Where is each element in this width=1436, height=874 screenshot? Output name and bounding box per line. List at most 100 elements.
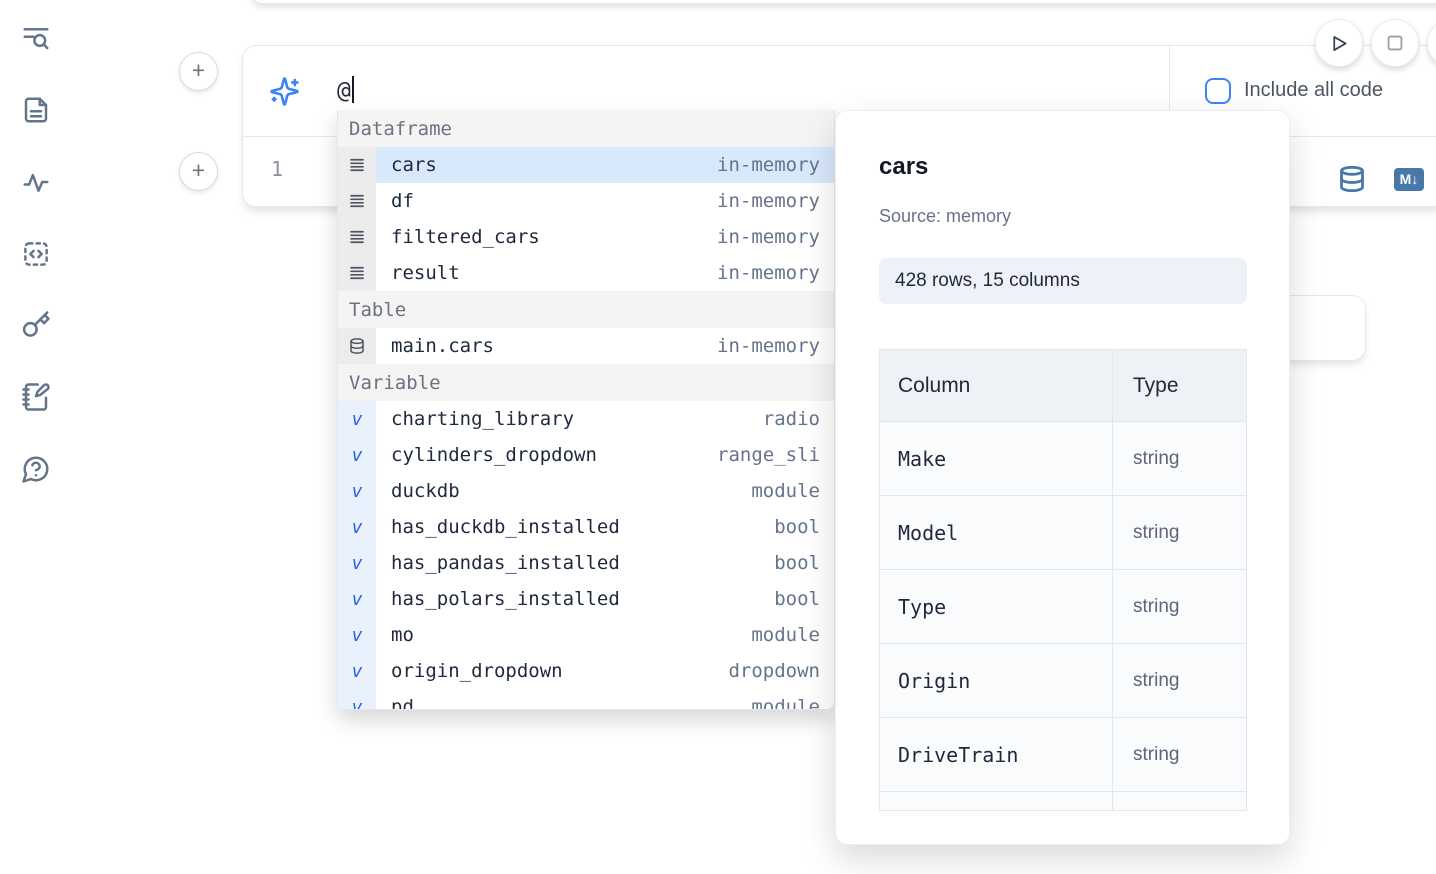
item-name: cars (391, 154, 437, 176)
header-column: Column (898, 373, 971, 397)
variable-v-icon: v (338, 617, 376, 653)
column-name: Origin (898, 668, 971, 693)
toc-search-icon[interactable] (21, 23, 51, 53)
ai-prompt-input[interactable]: @ (337, 76, 354, 104)
item-type: in-memory (717, 262, 820, 284)
ai-prompt-row[interactable]: @ Include all code (243, 46, 1436, 136)
item-name: mo (391, 624, 414, 646)
autocomplete-item-pd[interactable]: v pd module (338, 689, 834, 710)
table-database-icon (338, 328, 376, 364)
line-number: 1 (271, 157, 284, 181)
item-name: pd (391, 696, 414, 710)
table-row-Type: Type string (880, 570, 1246, 644)
document-icon[interactable] (21, 95, 51, 125)
shape-badge: 428 rows, 15 columns (879, 258, 1247, 304)
item-type: in-memory (717, 154, 820, 176)
header-type: Type (1133, 373, 1179, 397)
popup-title: cars (879, 153, 929, 180)
column-name: Type (898, 594, 947, 619)
table-row-Make: Make string (880, 422, 1246, 496)
autocomplete-item-has_polars_installed[interactable]: v has_polars_installed bool (338, 581, 834, 617)
item-type: bool (774, 552, 820, 574)
previous-cell-bottom (250, 0, 1436, 4)
code-editor-row[interactable]: 1 M↓ (243, 137, 1436, 208)
autocomplete-section-header: Dataframe (338, 110, 834, 147)
add-cell-above-button[interactable]: + (179, 52, 218, 91)
dataframe-menu-icon (338, 219, 376, 255)
autocomplete-item-cars[interactable]: cars in-memory (338, 147, 834, 183)
run-cell-button[interactable] (1315, 19, 1363, 67)
sidebar (0, 0, 72, 874)
table-row-DriveTrain: DriveTrain string (880, 718, 1246, 792)
datasource-preview-popup: cars Source: memory 428 rows, 15 columns… (835, 110, 1290, 845)
column-name: Make (898, 446, 947, 471)
help-chat-icon[interactable] (21, 454, 51, 484)
snippets-code-icon[interactable] (21, 239, 51, 269)
text-caret (351, 76, 354, 103)
column-type: string (1133, 669, 1180, 691)
column-type: string (1133, 743, 1180, 765)
column-type: string (1133, 595, 1180, 617)
item-name: result (391, 262, 460, 284)
add-cell-below-button[interactable]: + (179, 152, 218, 191)
column-type: string (1133, 447, 1180, 469)
dataframe-menu-icon (338, 183, 376, 219)
variable-v-icon: v (338, 689, 376, 709)
include-all-code-label: Include all code (1244, 79, 1383, 101)
item-type: in-memory (717, 226, 820, 248)
item-type: module (751, 696, 820, 710)
autocomplete-item-result[interactable]: result in-memory (338, 255, 834, 291)
include-all-code-checkbox[interactable] (1205, 77, 1231, 104)
item-name: cylinders_dropdown (391, 444, 597, 466)
variable-v-icon: v (338, 653, 376, 689)
item-name: origin_dropdown (391, 660, 563, 682)
item-name: has_duckdb_installed (391, 516, 620, 538)
stop-cell-button[interactable] (1371, 19, 1419, 67)
autocomplete-item-filtered_cars[interactable]: filtered_cars in-memory (338, 219, 834, 255)
item-name: charting_library (391, 408, 575, 430)
database-icon[interactable] (1338, 165, 1366, 193)
scratchpad-notebook-icon[interactable] (21, 382, 51, 412)
item-name: filtered_cars (391, 226, 540, 248)
popup-source: Source: memory (879, 206, 1012, 226)
item-type: dropdown (728, 660, 820, 682)
variable-v-icon: v (338, 509, 376, 545)
variable-v-icon: v (338, 473, 376, 509)
item-type: bool (774, 516, 820, 538)
secrets-key-icon[interactable] (21, 310, 51, 340)
variable-v-icon: v (338, 581, 376, 617)
item-type: in-memory (717, 335, 820, 357)
markdown-icon[interactable]: M↓ (1394, 167, 1424, 191)
item-type: radio (762, 408, 820, 430)
activity-icon[interactable] (21, 167, 51, 197)
autocomplete-item-has_duckdb_installed[interactable]: v has_duckdb_installed bool (338, 509, 834, 545)
autocomplete-item-origin_dropdown[interactable]: v origin_dropdown dropdown (338, 653, 834, 689)
autocomplete-item-main.cars[interactable]: main.cars in-memory (338, 328, 834, 364)
columns-table-header: Column Type (880, 350, 1246, 422)
column-type: string (1133, 521, 1180, 543)
column-name: DriveTrain (898, 742, 1019, 767)
variable-v-icon: v (338, 401, 376, 437)
item-name: main.cars (391, 335, 494, 357)
dataframe-menu-icon (338, 255, 376, 291)
item-name: df (391, 190, 414, 212)
autocomplete-section-header: Variable (338, 364, 834, 401)
item-type: bool (774, 588, 820, 610)
item-name: has_polars_installed (391, 588, 620, 610)
item-type: module (751, 624, 820, 646)
item-name: has_pandas_installed (391, 552, 620, 574)
item-name: duckdb (391, 480, 460, 502)
divider (1169, 46, 1170, 136)
autocomplete-section-header: Table (338, 291, 834, 328)
table-row-partial (880, 792, 1246, 810)
autocomplete-item-charting_library[interactable]: v charting_library radio (338, 401, 834, 437)
